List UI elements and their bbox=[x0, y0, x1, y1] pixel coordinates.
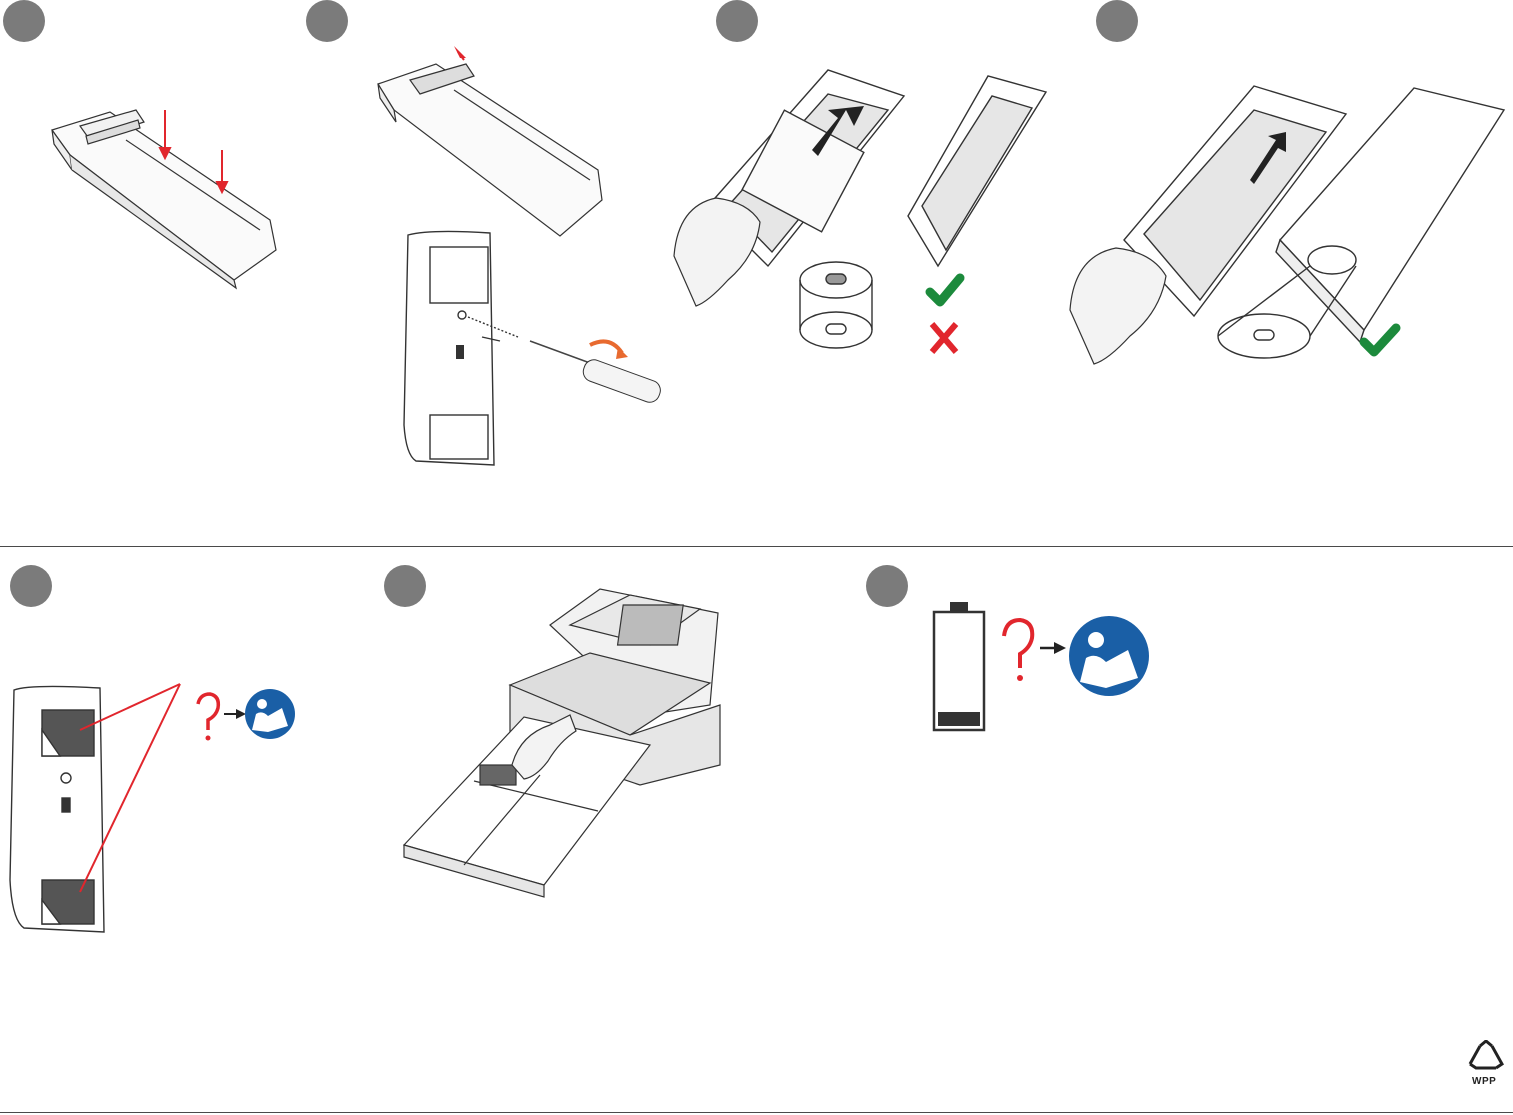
question-mark-icon bbox=[1004, 620, 1032, 681]
low-battery-icon bbox=[934, 602, 984, 730]
arrow-right-icon bbox=[1040, 642, 1066, 654]
step-2-badge bbox=[306, 0, 348, 42]
step-2-side-view-illustration bbox=[390, 225, 680, 470]
read-manual-icon bbox=[1069, 616, 1149, 696]
check-mark-icon bbox=[1364, 328, 1396, 352]
step-3-badge bbox=[716, 0, 758, 42]
bottom-border bbox=[0, 1112, 1513, 1113]
step-2-device-illustration bbox=[370, 40, 615, 240]
step-4-note-remove-illustration bbox=[1064, 80, 1513, 380]
recycle-label: WPP bbox=[1472, 1076, 1496, 1087]
step-5-adhesive-illustration bbox=[0, 660, 310, 940]
step-6-cash-register-illustration bbox=[400, 585, 730, 905]
screwdriver-icon bbox=[530, 341, 663, 405]
section-divider bbox=[0, 546, 1513, 547]
check-mark-icon bbox=[930, 278, 960, 302]
cross-mark-icon bbox=[932, 324, 956, 352]
hand-illustration bbox=[674, 198, 760, 306]
step-1-badge bbox=[3, 0, 45, 42]
step-7-badge bbox=[866, 565, 908, 607]
step-7-battery-illustration bbox=[928, 600, 1158, 740]
question-mark-icon bbox=[198, 694, 218, 741]
step-3-note-insert-illustration bbox=[668, 66, 1068, 366]
step-1-device-illustration bbox=[40, 100, 290, 290]
read-manual-icon bbox=[245, 689, 295, 739]
recycle-icon bbox=[1466, 1040, 1506, 1074]
step-5-badge bbox=[10, 565, 52, 607]
step-4-badge bbox=[1096, 0, 1138, 42]
hand-illustration bbox=[1070, 248, 1166, 364]
arrow-right-icon bbox=[224, 709, 246, 719]
arrow-up-icon bbox=[454, 46, 466, 60]
